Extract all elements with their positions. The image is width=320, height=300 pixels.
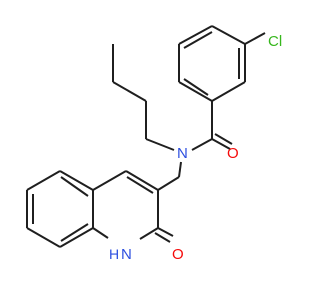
bond	[112, 81, 147, 102]
bond	[183, 31, 213, 49]
bond	[60, 176, 89, 197]
bond	[92, 227, 109, 239]
bond	[214, 133, 233, 145]
bond	[244, 32, 266, 45]
bond	[178, 25, 213, 45]
bond	[139, 227, 159, 240]
amide-oxygen-label: O	[227, 145, 239, 162]
bond	[26, 227, 61, 248]
amide-nitrogen-label: N	[177, 145, 188, 162]
carbonyl-oxygen-label: O	[172, 246, 184, 263]
bond	[178, 161, 182, 178]
bond	[157, 176, 180, 191]
bond	[211, 138, 231, 150]
ring-nitrogen-label: N	[121, 246, 132, 263]
bond	[126, 176, 154, 194]
bond	[178, 81, 213, 102]
bond	[125, 170, 159, 191]
bond	[191, 138, 213, 151]
bond	[145, 138, 175, 151]
bond	[26, 170, 61, 191]
atom-label-layer: Cl O N H N O	[109, 33, 282, 263]
bond-layer	[26, 25, 266, 248]
bond	[183, 78, 209, 96]
bond	[211, 25, 246, 45]
ring-nh-hydrogen-label: H	[109, 246, 119, 262]
bond	[60, 223, 89, 242]
bond	[92, 170, 127, 191]
chemical-structure-diagram: Cl O N H N O	[26, 25, 282, 263]
bond	[59, 170, 94, 191]
bond	[157, 227, 174, 237]
bond	[211, 81, 246, 102]
chlorine-atom-label: Cl	[268, 33, 282, 50]
bond	[154, 232, 171, 243]
bond	[59, 227, 94, 248]
